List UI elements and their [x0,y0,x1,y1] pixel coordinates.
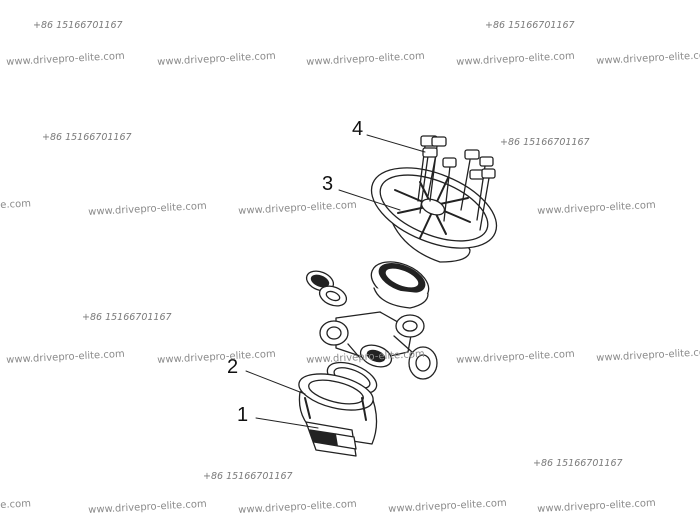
callout-1: 1 [237,404,249,426]
seal-ring-left [305,270,348,307]
cross-spider [319,311,438,380]
part-1-shaft [305,421,357,457]
watermark-phone: +86 15166701167 [485,20,575,31]
callout-2: 2 [227,356,239,378]
watermark-phone: +86 15166701167 [533,458,623,469]
part-3-flange-yoke [370,167,498,263]
watermark-url-partial: e.com [0,198,32,211]
leader-lines [245,134,426,429]
part-4-bolts [417,135,496,231]
watermark-phone: +86 15166701167 [82,312,172,323]
watermark-phone: +86 15166701167 [500,137,590,148]
watermark-phone: +86 15166701167 [42,132,132,143]
watermark-phone: +86 15166701167 [203,471,293,482]
callout-3: 3 [322,173,334,195]
watermark-url-partial: e.com [0,498,32,511]
watermark-phone: +86 15166701167 [33,20,123,31]
seal-ring-upper [370,261,430,309]
callout-4: 4 [352,118,364,140]
